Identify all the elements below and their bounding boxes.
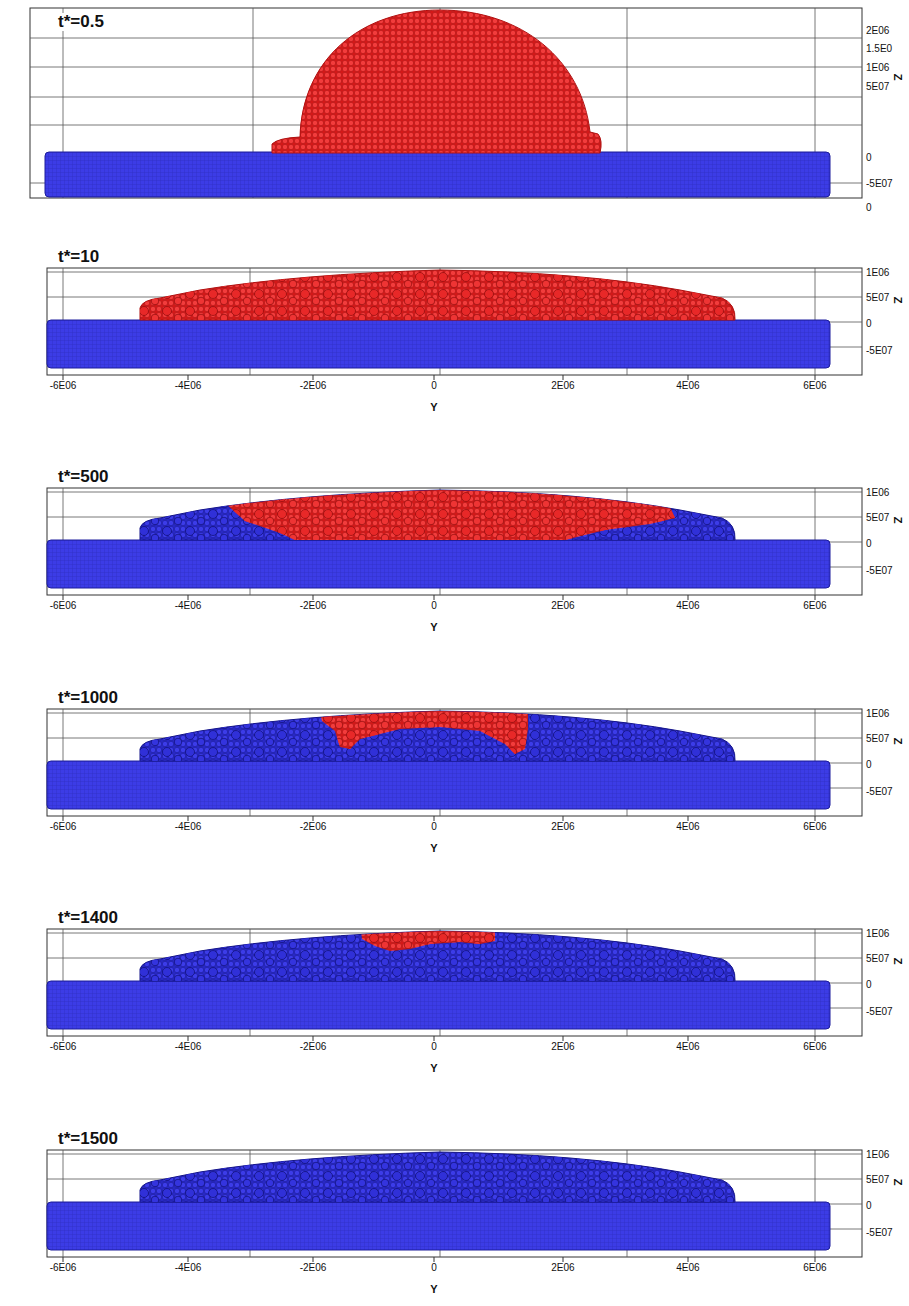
tick-label: 5E07 — [866, 81, 889, 92]
tick-label: 0 — [866, 759, 872, 770]
tick-label: -4E06 — [175, 1262, 202, 1273]
tick-label: 0 — [866, 538, 872, 549]
tick-label: 4E06 — [676, 821, 699, 832]
tick-label: 6E06 — [803, 1262, 826, 1273]
tick-label: 2E06 — [551, 600, 574, 611]
tick-label: -6E06 — [50, 821, 77, 832]
axis-label: Z — [892, 958, 904, 965]
tick-label: -5E07 — [866, 1006, 893, 1017]
axis-label: Z — [892, 74, 904, 81]
axis-label: Z — [892, 738, 904, 745]
tick-label: 0 — [431, 380, 437, 391]
tick-label: 6E06 — [803, 821, 826, 832]
tick-label: -6E06 — [50, 600, 77, 611]
tick-label: 1E06 — [866, 267, 889, 278]
panel-film — [47, 1147, 862, 1262]
tick-label: 6E06 — [803, 1041, 826, 1052]
tick-label: -5E07 — [866, 178, 893, 189]
tick-label: 5E07 — [866, 733, 889, 744]
tick-label: 5E07 — [866, 292, 889, 303]
tick-label: 6E06 — [803, 380, 826, 391]
tick-label: 0 — [431, 821, 437, 832]
axis-label: Z — [892, 517, 904, 524]
axis-label: Z — [892, 1179, 904, 1186]
tick-label: -2E06 — [300, 1041, 327, 1052]
tick-label: 4E06 — [676, 1041, 699, 1052]
tick-label: -5E07 — [866, 345, 893, 356]
panel-title: t*=10 — [55, 248, 102, 267]
tick-label: 0 — [866, 1200, 872, 1211]
tick-label: -2E06 — [300, 1262, 327, 1273]
tick-label: -6E06 — [50, 380, 77, 391]
panel-title: t*=500 — [55, 468, 112, 487]
panel-film — [47, 924, 862, 1041]
tick-label: 5E07 — [866, 953, 889, 964]
tick-label: -4E06 — [175, 600, 202, 611]
axis-label: Z — [892, 297, 904, 304]
tick-label: 0 — [866, 152, 872, 163]
tick-label: 4E06 — [676, 1262, 699, 1273]
panel-title: t*=0.5 — [55, 13, 107, 32]
panel-film — [47, 265, 862, 380]
tick-label: -4E06 — [175, 380, 202, 391]
tick-label: 2E06 — [551, 1041, 574, 1052]
tick-label: 0 — [431, 1041, 437, 1052]
tick-label: 6E06 — [803, 600, 826, 611]
tick-label: 4E06 — [676, 600, 699, 611]
tick-label: -6E06 — [50, 1262, 77, 1273]
axis-label: Y — [430, 842, 437, 854]
panel-title: t*=1000 — [55, 689, 121, 708]
tick-label: 1E06 — [866, 1149, 889, 1160]
panel-title: t*=1500 — [55, 1130, 121, 1149]
tick-label: -5E07 — [866, 565, 893, 576]
tick-label: 5E07 — [866, 1174, 889, 1185]
tick-label: 0 — [866, 202, 872, 213]
tick-label: 1E06 — [866, 928, 889, 939]
panel-film — [47, 704, 862, 821]
tick-label: -2E06 — [300, 380, 327, 391]
tick-label: -5E07 — [866, 1227, 893, 1238]
panel-droplet — [30, 8, 862, 198]
tick-label: 2E06 — [866, 25, 889, 36]
tick-label: 0 — [866, 979, 872, 990]
axis-label: Y — [430, 1283, 437, 1295]
tick-label: 0 — [866, 318, 872, 329]
tick-label: -2E06 — [300, 821, 327, 832]
tick-label: 0 — [431, 600, 437, 611]
tick-label: 2E06 — [551, 380, 574, 391]
tick-label: 1E06 — [866, 708, 889, 719]
tick-label: 1E06 — [866, 487, 889, 498]
axis-label: Y — [430, 401, 437, 413]
axis-label: Y — [430, 621, 437, 633]
tick-label: 2E06 — [551, 1262, 574, 1273]
tick-label: -5E07 — [866, 786, 893, 797]
tick-label: 5E07 — [866, 512, 889, 523]
tick-label: 0 — [431, 1262, 437, 1273]
tick-label: 1E06 — [866, 62, 889, 73]
panel-film — [47, 483, 862, 600]
tick-label: -4E06 — [175, 821, 202, 832]
panel-title: t*=1400 — [55, 909, 121, 928]
tick-label: -6E06 — [50, 1041, 77, 1052]
tick-label: -2E06 — [300, 600, 327, 611]
tick-label: 2E06 — [551, 821, 574, 832]
tick-label: -4E06 — [175, 1041, 202, 1052]
tick-label: 4E06 — [676, 380, 699, 391]
tick-label: 1.5E0 — [866, 43, 892, 54]
axis-label: Y — [430, 1062, 437, 1074]
